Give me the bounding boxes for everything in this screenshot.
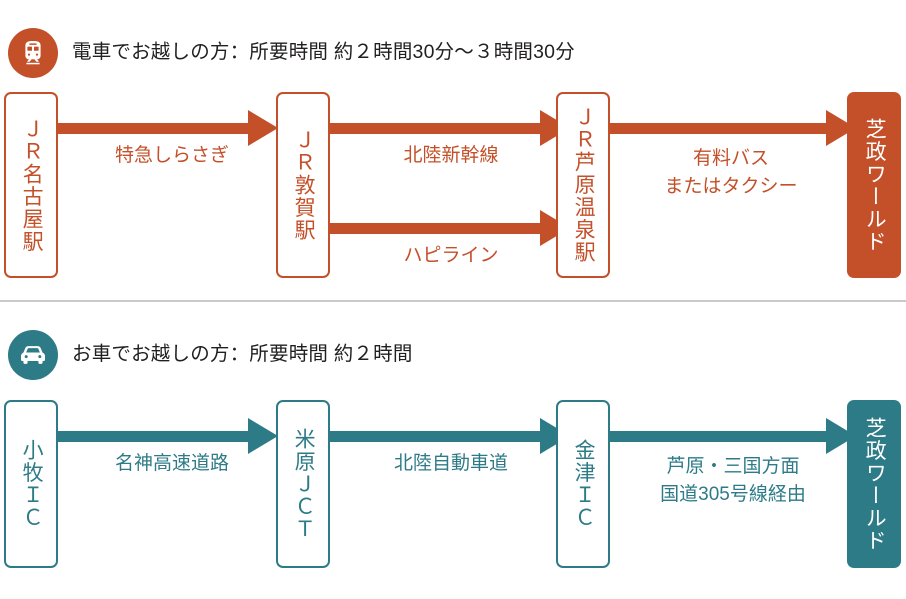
node-label: 芝政ワールド: [863, 117, 887, 253]
arrow-shaft: [330, 431, 540, 442]
train-node-shibamasa-world[interactable]: 芝政ワールド: [847, 92, 901, 278]
arrow-shaft: [330, 223, 540, 234]
node-label: 芝政ワールド: [863, 416, 887, 552]
node-label: 金津ＩＣ: [572, 439, 596, 529]
train-icon: [8, 28, 58, 78]
car-section-header: お車でお越しの方：所要時間 約２時間: [8, 330, 413, 380]
train-edge-label-1: 特急しらさぎ: [114, 145, 229, 166]
car-icon: [8, 330, 58, 380]
arrow-shaft: [610, 431, 826, 442]
car-arrow-1: [56, 418, 278, 454]
arrow-shaft: [56, 431, 248, 442]
car-edge-label-1: 名神高速道路: [114, 453, 229, 474]
car-edge-label-3: 芦原・三国方面 国道305号線経由: [660, 456, 806, 505]
arrow-shaft: [330, 123, 540, 134]
train-node-awara-onsen[interactable]: ＪＲ芦原温泉駅: [556, 92, 610, 278]
car-arrow-2: [330, 418, 570, 454]
car-flow-diagram: 名神高速道路 北陸自動車道 芦原・三国方面 国道305号線経由 小牧ＩＣ 米原Ｊ…: [0, 400, 906, 568]
car-node-kanazu-ic[interactable]: 金津ＩＣ: [556, 400, 610, 568]
train-section-title: 電車でお越しの方：所要時間 約２時間30分〜３時間30分: [72, 41, 575, 64]
car-access-section: お車でお越しの方：所要時間 約２時間 名神高速道路 北陸自動車道 芦原・三国方面…: [0, 302, 906, 599]
train-arrow-4: [610, 110, 856, 146]
arrow-shaft: [56, 123, 248, 134]
train-edge-label-2: 北陸新幹線: [403, 145, 499, 166]
train-edge-label-4: 有料バス またはタクシー: [664, 148, 798, 197]
train-node-nagoya[interactable]: ＪＲ名古屋駅: [4, 92, 58, 278]
train-arrow-2: [330, 110, 570, 146]
arrow-head: [248, 110, 278, 146]
train-arrow-3: [330, 210, 570, 246]
car-edge-label-2: 北陸自動車道: [393, 453, 508, 474]
car-node-komaki-ic[interactable]: 小牧ＩＣ: [4, 400, 58, 568]
car-section-title: お車でお越しの方：所要時間 約２時間: [72, 343, 413, 366]
node-label: ＪＲ名古屋駅: [20, 117, 44, 253]
train-section-header: 電車でお越しの方：所要時間 約２時間30分〜３時間30分: [8, 28, 575, 78]
node-label: 米原ＪＣＴ: [292, 427, 316, 541]
node-label: ＪＲ敦賀駅: [292, 128, 316, 242]
train-node-tsuruga[interactable]: ＪＲ敦賀駅: [276, 92, 330, 278]
node-label: ＪＲ芦原温泉駅: [572, 106, 596, 264]
arrow-head: [248, 418, 278, 454]
train-access-section: 電車でお越しの方：所要時間 約２時間30分〜３時間30分 特急しらさぎ 北陸新幹…: [0, 28, 906, 280]
arrow-shaft: [610, 123, 826, 134]
train-flow-diagram: 特急しらさぎ 北陸新幹線 ハピライン 有料バス またはタクシー ＪＲ名古屋駅 Ｊ…: [0, 92, 906, 280]
car-node-shibamasa-world[interactable]: 芝政ワールド: [847, 400, 901, 568]
car-node-maibara-jct[interactable]: 米原ＪＣＴ: [276, 400, 330, 568]
section-divider: [0, 300, 906, 302]
train-edge-label-3: ハピライン: [403, 245, 499, 266]
car-arrow-3: [610, 418, 856, 454]
node-label: 小牧ＩＣ: [20, 439, 44, 529]
train-arrow-1: [56, 110, 278, 146]
